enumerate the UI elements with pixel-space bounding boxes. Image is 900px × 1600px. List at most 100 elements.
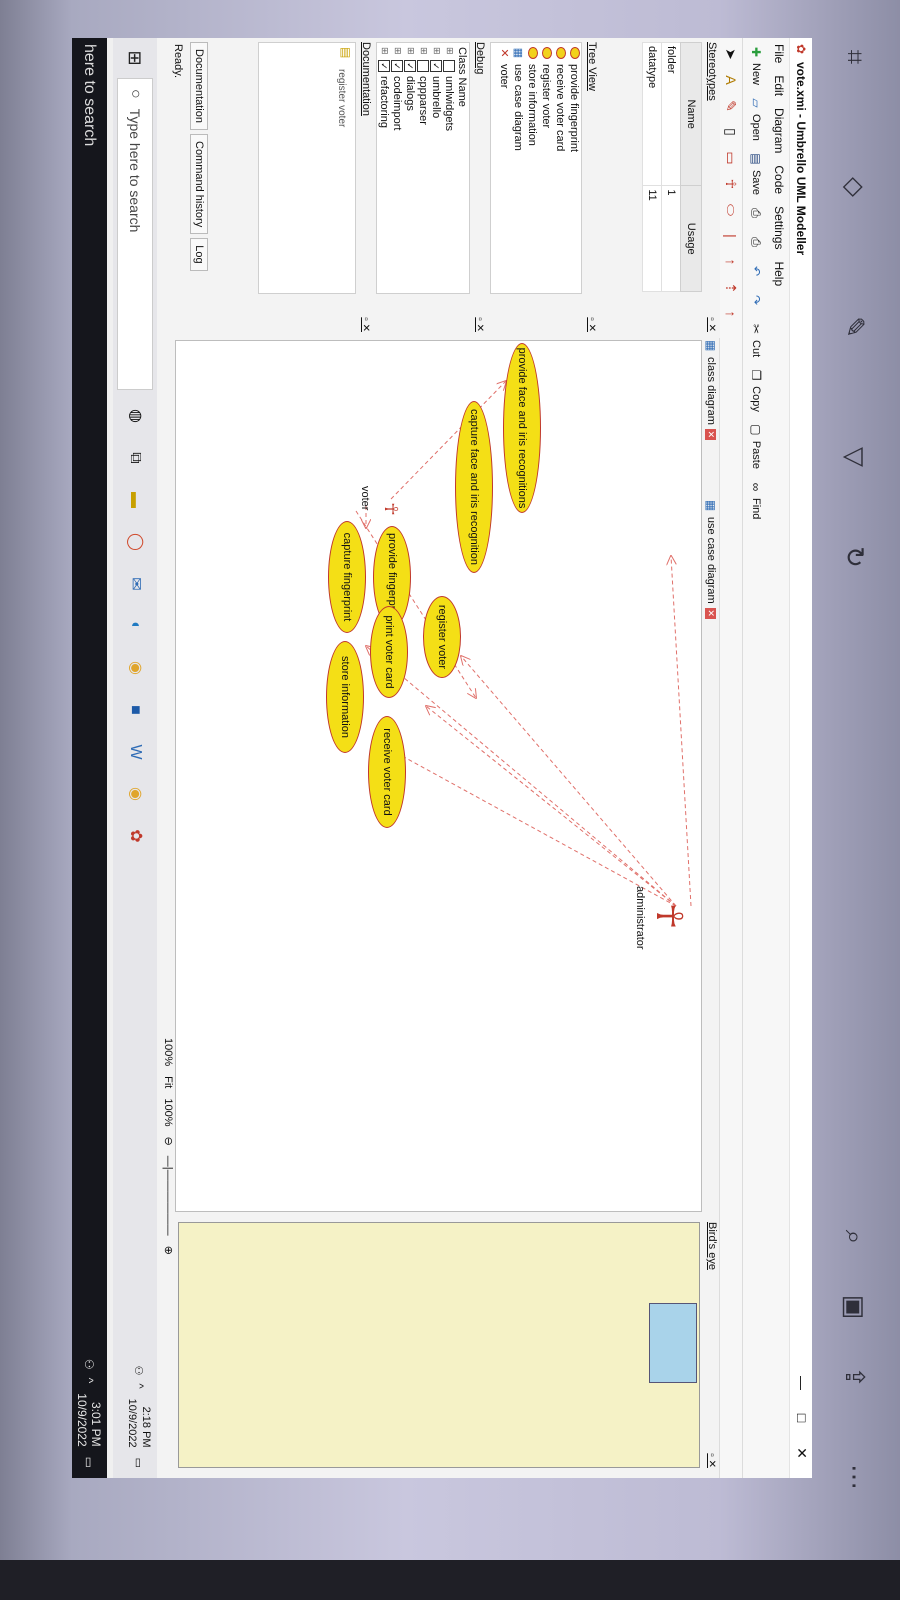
windows-start-icon[interactable]: ⊞ [125,50,146,66]
usecase-store-information[interactable]: store information [326,641,364,753]
tab-log[interactable]: Log [190,238,208,271]
checkbox-checked[interactable]: ✓ [378,60,391,72]
tree-item[interactable]: receive voter card [553,43,567,293]
checkbox-unchecked[interactable] [443,60,456,72]
store-icon[interactable]: ■ [127,705,144,715]
checkbox-checked[interactable]: ✓ [391,60,404,72]
debug-item[interactable]: ⊞✓codeimport [391,43,404,293]
diagram-canvas[interactable]: provide face and iris recognitions captu… [175,340,702,1212]
close-button[interactable]: ✕ [794,1447,810,1459]
column-header-usage[interactable]: Usage [680,185,702,292]
debug-item[interactable]: ⊞✓refactoring [378,43,391,293]
birds-eye-viewport[interactable] [649,1303,697,1383]
actor-tool-icon[interactable]: ☥ [723,178,740,190]
tree-item[interactable]: provide fingerprint [567,43,581,293]
checkbox-checked[interactable]: ✓ [404,60,417,72]
task-view-icon[interactable]: ⧉ [127,452,144,464]
tab-use-case-diagram[interactable]: ▦use case diagram✕ [702,500,720,619]
outer-search-partial[interactable]: here to search [81,44,99,147]
taskbar-clock[interactable]: 2:18 PM 10/9/2022 [125,1399,153,1448]
menu-settings[interactable]: Settings [772,206,786,250]
expand-icon[interactable]: ⊞ [406,47,416,55]
generalization-tool-icon[interactable]: ↑ [723,258,739,266]
redo-button[interactable]: ↷ [748,292,764,311]
filter-icon[interactable]: ◇ [840,177,870,197]
word-icon[interactable]: W [127,744,144,760]
box-tool-icon[interactable]: ▯ [723,128,740,136]
birds-eye-panel-controls[interactable]: ▫ ✕ [706,1453,718,1468]
actor-administrator-figure[interactable]: ☥ [649,902,690,930]
debug-item[interactable]: ⊞✓dialogs [404,43,417,293]
people-icon[interactable]: ⚇ [132,1365,145,1376]
actor-voter-figure[interactable]: ☥ [381,502,401,516]
menu-file[interactable]: File [772,44,786,64]
people-icon[interactable]: ⚇ [82,1358,97,1370]
select-arrow-icon[interactable]: ➤ [723,48,740,60]
zoom-out-icon[interactable]: ⊖ [162,1136,174,1146]
table-row[interactable]: folder 1 [661,42,681,292]
notification-icon[interactable]: ▭ [132,1457,145,1468]
column-header-name[interactable]: Name [680,42,702,186]
cut-button[interactable]: ✂Cut [748,321,764,357]
share-icon[interactable]: ⇪ [840,1366,870,1388]
copy-image-icon[interactable]: ▣ [840,1294,870,1320]
usecase-print-voter-card[interactable]: print voter card [370,606,408,698]
debug-item[interactable]: ⊞umlwidgets [443,43,456,293]
documentation-panel-controls[interactable]: ▫ ✕ [360,317,372,332]
menu-edit[interactable]: Edit [772,75,786,97]
paste-button[interactable]: ▢Paste [748,422,764,469]
tab-command-history[interactable]: Command history [190,134,208,235]
tab-class-diagram[interactable]: ▦class diagram✕ [702,340,720,440]
tray-chevron-icon[interactable]: ^ [133,1383,145,1389]
menu-diagram[interactable]: Diagram [772,108,786,154]
chrome-profile-icon[interactable]: ◉ [127,787,144,801]
office-icon[interactable]: ◯ [127,533,144,551]
open-button[interactable]: ▱Open [748,95,764,141]
expand-icon[interactable]: ⊞ [445,47,455,55]
chrome-icon[interactable]: ◉ [127,661,144,675]
tree-item[interactable]: ✕voter [497,43,511,293]
documentation-editor[interactable]: ▤ register voter [258,42,356,294]
debug-item[interactable]: ⊞cppparser [417,43,430,293]
mic-icon[interactable]: ◍ [127,409,144,423]
tree-item[interactable]: ▦use case diagram [511,43,525,293]
usecase-capture-fingerprint[interactable]: capture fingerprint [328,521,366,633]
notification-icon[interactable]: ▭ [82,1456,97,1468]
usecase-register-voter[interactable]: register voter [423,596,461,678]
tree-view-panel-controls[interactable]: ▫ ✕ [586,317,598,332]
tray-chevron-icon[interactable]: ^ [82,1377,97,1384]
expand-icon[interactable]: ⊞ [380,47,390,55]
taskbar-search[interactable]: ○ Type here to search [117,78,153,390]
box-red-icon[interactable]: ▭ [723,151,740,165]
tree-item[interactable]: store information [525,43,539,293]
debug-item[interactable]: ⊞✓umbrello [430,43,443,293]
association-tool-icon[interactable]: | [723,234,739,238]
outer-clock[interactable]: 3:01 PM 10/9/2022 [76,1393,104,1446]
birds-eye-canvas[interactable] [178,1222,700,1468]
save-button[interactable]: ▤Save [748,151,764,195]
checkbox-unchecked[interactable] [417,60,430,72]
find-button[interactable]: ∞Find [748,479,764,520]
expand-icon[interactable]: ⊞ [432,47,442,55]
minimize-button[interactable]: — [794,1376,810,1390]
note-tool-icon[interactable]: ✎ [723,100,740,112]
dependency-tool-icon[interactable]: ⇡ [723,282,740,294]
tab-documentation[interactable]: Documentation [190,42,208,130]
undo-button[interactable]: ↶ [748,263,764,282]
anchor-tool-icon[interactable]: ↑ [723,310,739,318]
print-preview-button[interactable]: ⎙ [748,234,764,253]
stereotypes-panel-controls[interactable]: ▫ ✕ [706,317,718,332]
new-button[interactable]: ✚New [748,44,764,85]
table-row[interactable]: datatype 11 [642,42,662,292]
close-tab-icon[interactable]: ✕ [705,428,717,440]
file-explorer-icon[interactable]: ▬ [127,492,144,508]
debug-panel-controls[interactable]: ▫ ✕ [474,317,486,332]
close-tab-icon[interactable]: ✕ [705,607,717,619]
menu-help[interactable]: Help [772,261,786,287]
usecase-capture-face-and-iris-recognition[interactable]: capture face and iris recognition [455,401,493,573]
edge-icon[interactable]: ◐ [127,621,144,631]
checkbox-checked[interactable]: ✓ [430,60,443,72]
more-icon[interactable]: ⋯ [840,1464,870,1490]
usecase-tool-icon[interactable]: ⬭ [723,204,740,216]
expand-icon[interactable]: ⊞ [419,47,429,55]
